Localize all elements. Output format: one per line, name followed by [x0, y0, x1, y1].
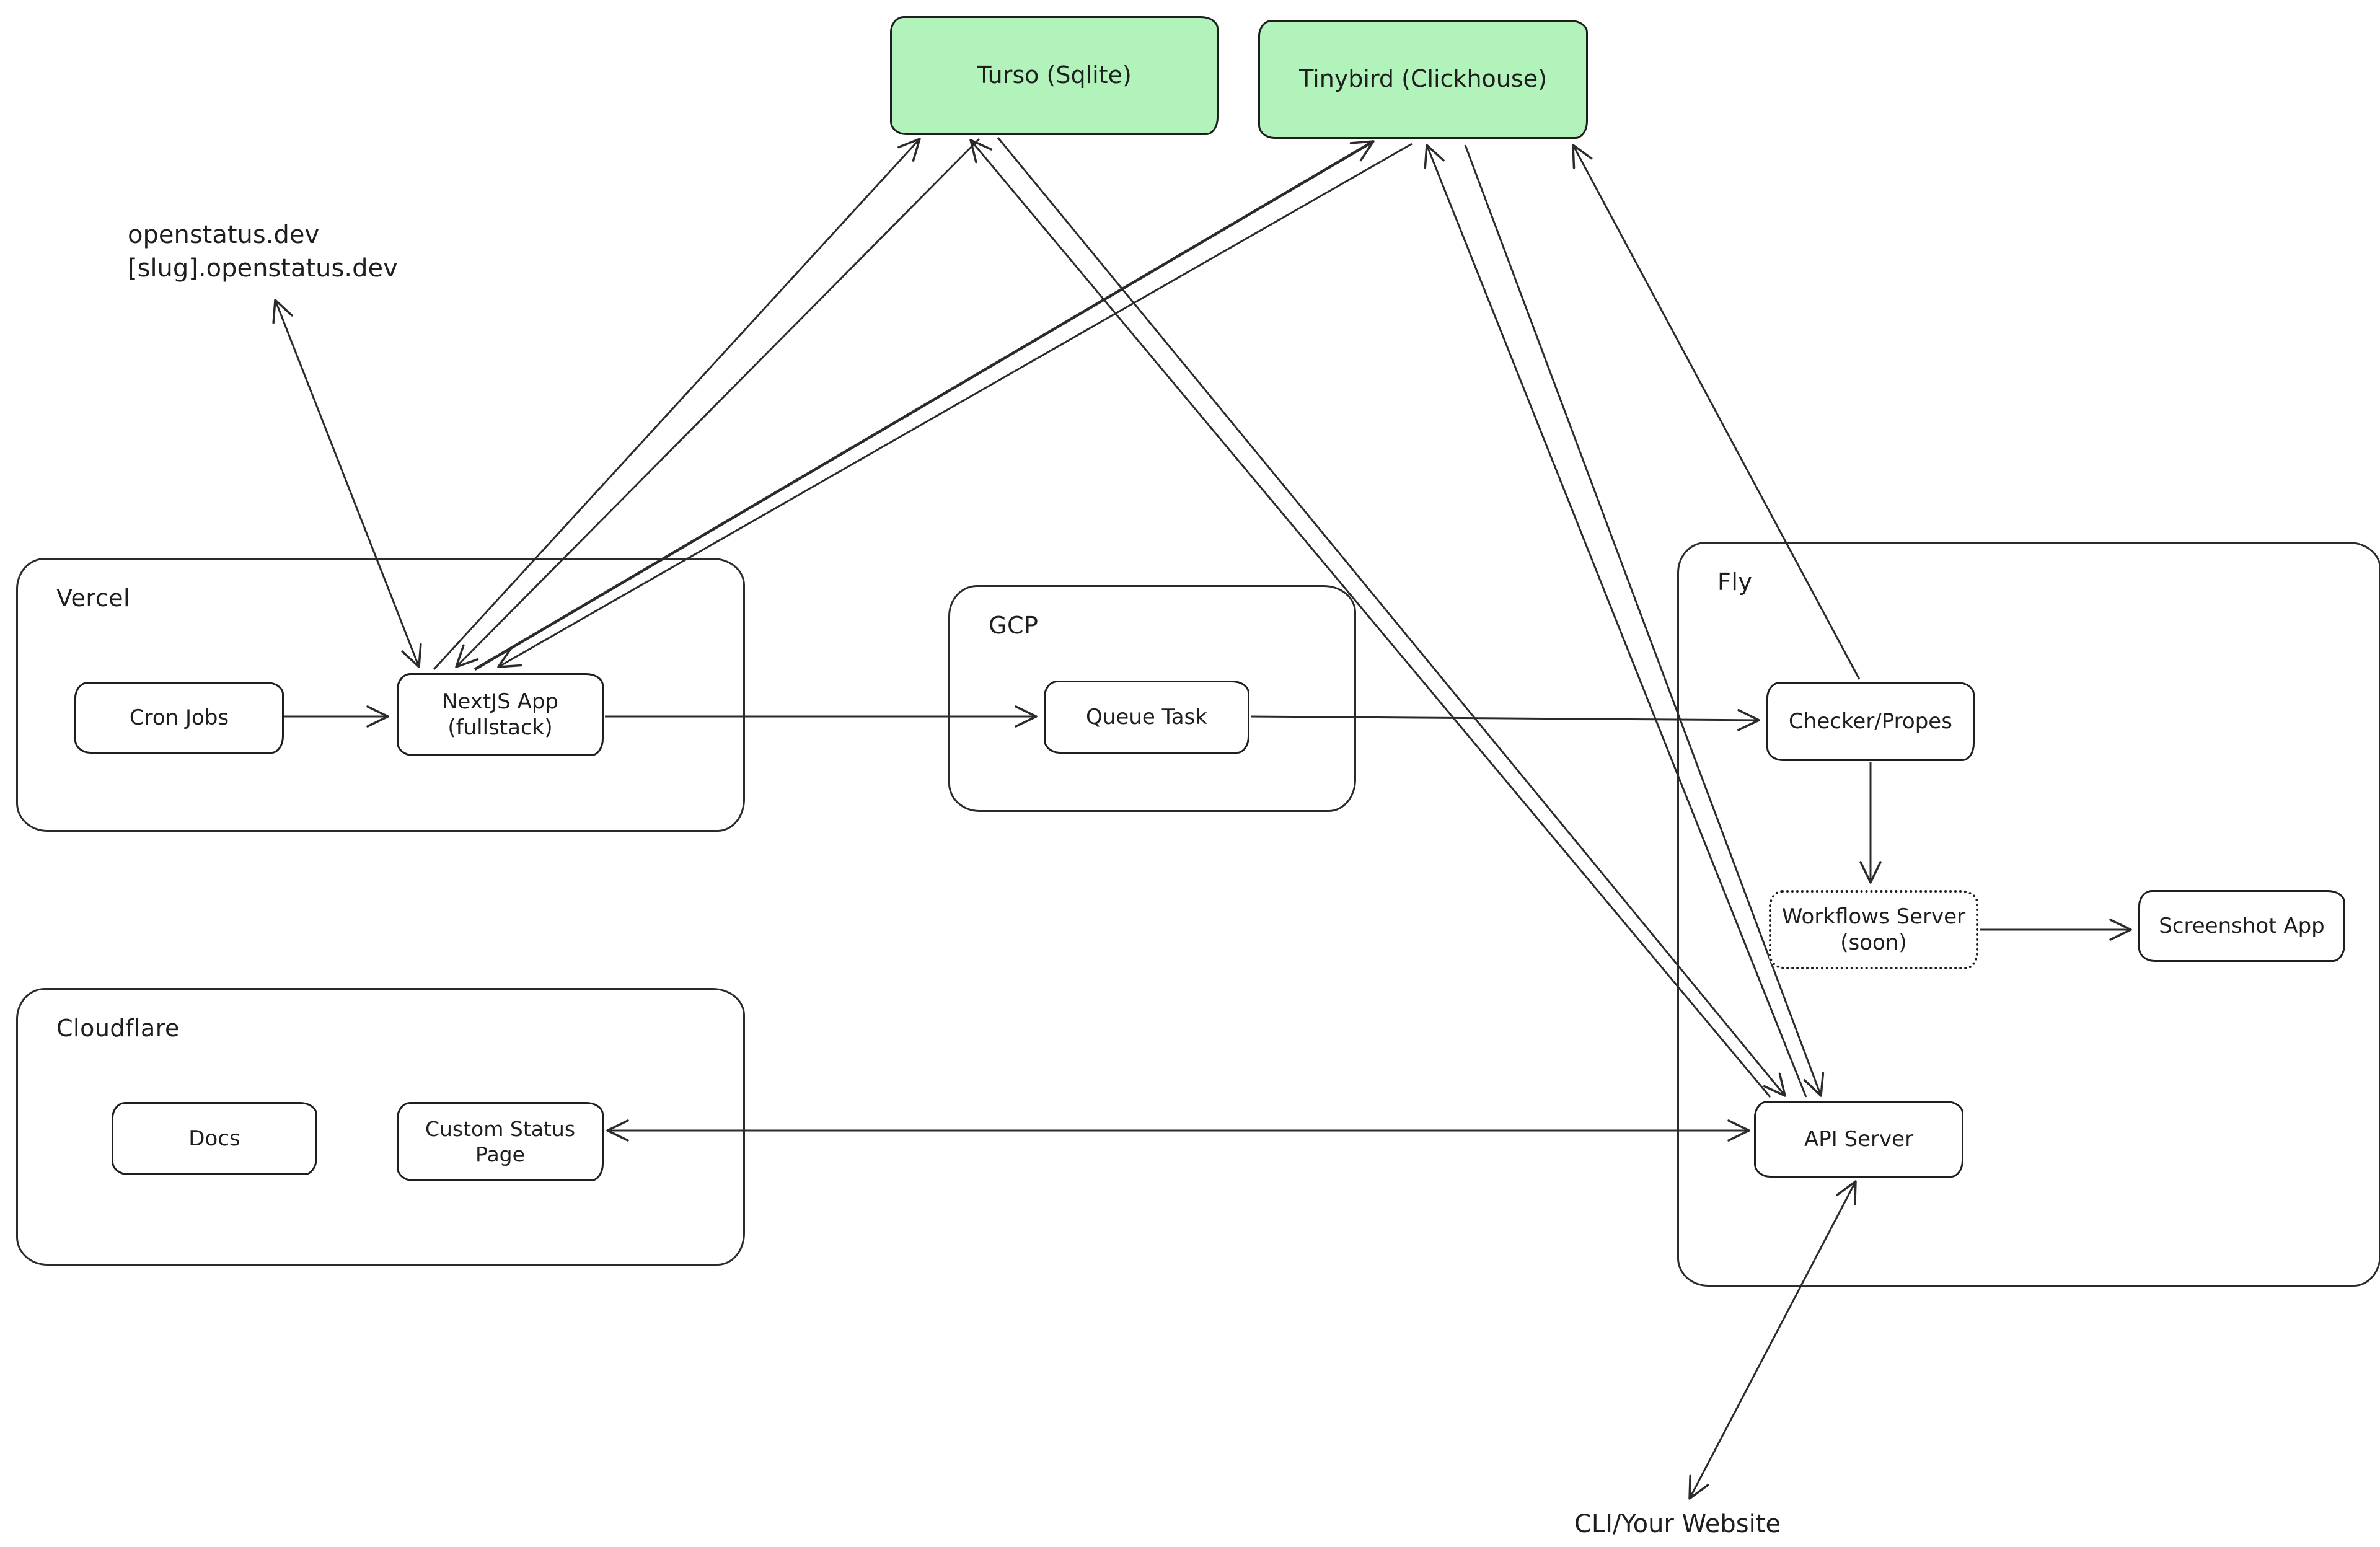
domains-text: openstatus.dev [slug].openstatus.dev	[128, 221, 398, 283]
node-screenshot-app-label: Screenshot App	[2159, 913, 2325, 938]
node-workflows-server: Workflows Server (soon)	[1769, 890, 1978, 969]
container-gcp-label: GCP	[989, 612, 1039, 639]
node-cron-jobs: Cron Jobs	[74, 682, 284, 754]
node-api-server: API Server	[1754, 1101, 1963, 1178]
node-workflows-server-label: Workflows Server (soon)	[1781, 904, 1966, 956]
node-docs-label: Docs	[188, 1126, 240, 1151]
node-nextjs-app-label: NextJS App (fullstack)	[441, 689, 559, 741]
container-gcp: GCP	[948, 585, 1356, 812]
node-docs: Docs	[112, 1102, 317, 1175]
node-turso: Turso (Sqlite)	[890, 16, 1219, 135]
container-cloudflare-label: Cloudflare	[56, 1015, 180, 1042]
container-fly-label: Fly	[1717, 568, 1753, 596]
container-vercel: Vercel	[16, 558, 745, 832]
node-tinybird-label: Tinybird (Clickhouse)	[1299, 65, 1547, 93]
node-custom-status-page-label: Custom Status Page	[425, 1116, 576, 1166]
node-checker-label: Checker/Propes	[1789, 708, 1952, 734]
node-custom-status-page: Custom Status Page	[397, 1102, 604, 1181]
node-tinybird: Tinybird (Clickhouse)	[1258, 20, 1588, 139]
node-api-server-label: API Server	[1804, 1126, 1914, 1152]
node-checker: Checker/Propes	[1766, 682, 1975, 761]
cli-text: CLI/Your Website	[1574, 1510, 1781, 1538]
node-screenshot-app: Screenshot App	[2138, 890, 2345, 962]
container-vercel-label: Vercel	[56, 584, 131, 612]
node-cron-jobs-label: Cron Jobs	[129, 705, 229, 730]
node-queue-task-label: Queue Task	[1086, 704, 1207, 729]
container-cloudflare: Cloudflare	[16, 988, 745, 1266]
node-queue-task: Queue Task	[1044, 681, 1250, 754]
node-nextjs-app: NextJS App (fullstack)	[397, 673, 604, 756]
node-turso-label: Turso (Sqlite)	[977, 61, 1132, 89]
